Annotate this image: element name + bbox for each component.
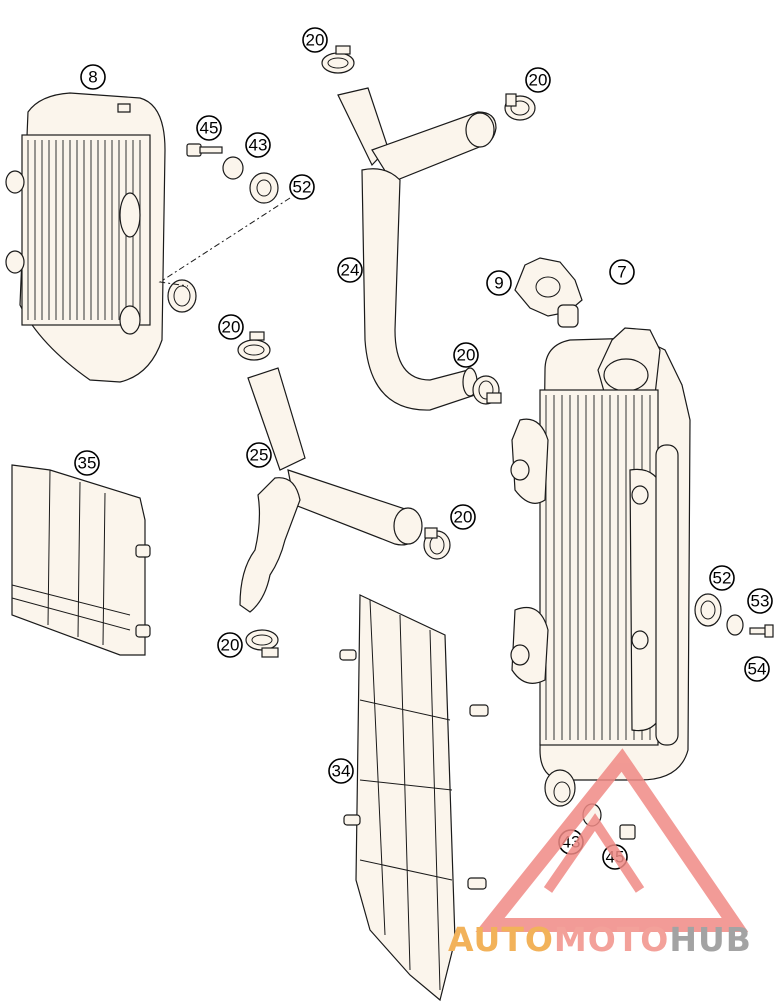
hose-clamp-3 xyxy=(472,375,502,405)
callout-20-c: 20 xyxy=(453,342,479,368)
radiator-cap xyxy=(514,257,583,328)
callout-52-top: 52 xyxy=(289,174,315,200)
callout-label: 20 xyxy=(222,318,241,337)
callout-7: 7 xyxy=(609,259,635,285)
callout-label: 25 xyxy=(250,446,269,465)
callout-8: 8 xyxy=(80,64,106,90)
callout-label: 8 xyxy=(88,68,97,87)
callout-label: 43 xyxy=(249,136,268,155)
callout-label: 53 xyxy=(751,592,770,611)
bolt-washer-plug-right xyxy=(694,593,774,638)
callout-25: 25 xyxy=(246,442,272,468)
callout-label: 54 xyxy=(748,660,767,679)
callout-24: 24 xyxy=(337,257,363,283)
bolt-washer-plug-left xyxy=(186,143,279,204)
callout-9: 9 xyxy=(486,270,512,296)
left-radiator xyxy=(5,92,197,383)
callout-label: 20 xyxy=(306,31,325,50)
callout-label: 20 xyxy=(221,636,240,655)
callout-label: 9 xyxy=(494,274,503,293)
right-radiator xyxy=(510,327,691,781)
automotohub-watermark-logo xyxy=(475,748,749,932)
callout-label: 20 xyxy=(454,508,473,527)
callout-34: 34 xyxy=(328,758,354,784)
watermark-hub: HUB xyxy=(669,920,752,959)
watermark-text: AUTOMOTOHUB xyxy=(448,920,752,959)
hose-clamp-4 xyxy=(237,331,271,361)
callout-20-d: 20 xyxy=(218,314,244,340)
callout-43-top: 43 xyxy=(245,132,271,158)
watermark-triangle-inner-icon xyxy=(543,813,645,893)
callout-45-top: 45 xyxy=(196,115,222,141)
watermark-triangle-icon xyxy=(475,748,749,932)
callout-20-e: 20 xyxy=(450,504,476,530)
callout-label: 52 xyxy=(713,569,732,588)
callout-53: 53 xyxy=(747,588,773,614)
callout-label: 35 xyxy=(78,454,97,473)
callout-label: 52 xyxy=(293,178,312,197)
lower-hose xyxy=(239,367,423,613)
callout-20-f: 20 xyxy=(217,632,243,658)
callout-52-right: 52 xyxy=(709,565,735,591)
callout-54: 54 xyxy=(744,656,770,682)
leader-line-left xyxy=(158,197,291,287)
callout-label: 45 xyxy=(200,119,219,138)
hose-clamp-6 xyxy=(245,629,279,658)
callout-label: 20 xyxy=(529,71,548,90)
callout-label: 24 xyxy=(341,261,360,280)
callout-20-b: 20 xyxy=(525,67,551,93)
watermark-auto: AUTO xyxy=(448,920,554,959)
callout-35: 35 xyxy=(74,450,100,476)
callout-label: 34 xyxy=(332,762,351,781)
hose-clamp-1 xyxy=(321,45,355,74)
right-radiator-guard xyxy=(339,594,489,1002)
watermark-moto: MOTO xyxy=(554,920,669,959)
callout-label: 7 xyxy=(617,263,626,282)
hose-clamp-5 xyxy=(423,527,451,560)
callout-20-a: 20 xyxy=(302,27,328,53)
hose-clamp-2 xyxy=(504,93,536,121)
callout-label: 20 xyxy=(457,346,476,365)
left-radiator-guard xyxy=(11,464,151,656)
